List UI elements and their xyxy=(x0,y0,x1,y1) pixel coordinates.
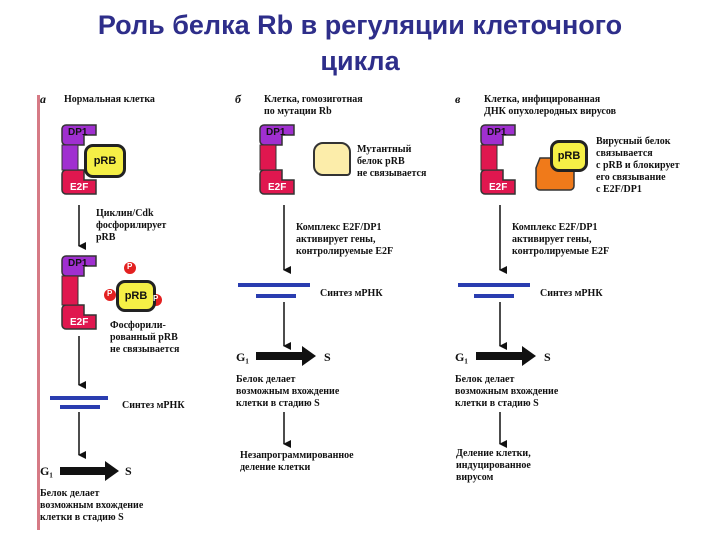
prb-box-a2: pRB xyxy=(116,280,156,312)
panel-c-viral-line4: его связывание xyxy=(596,172,666,183)
panel-b-final-line2: деление клетки xyxy=(240,462,311,473)
panel-a-s: S xyxy=(125,464,132,478)
page-title-line1: Роль белка Rb в регуляции клеточного xyxy=(97,10,623,40)
panel-c-mrna: Синтез мРНК xyxy=(540,288,603,299)
panel-b-s: S xyxy=(324,350,331,364)
panel-c-viral-line5: с E2F/DP1 xyxy=(596,184,642,195)
panel-a-result-line2: возможным вхождение xyxy=(40,500,144,511)
dp1-shape-a2 xyxy=(61,255,97,277)
prb-box-c: pRB xyxy=(550,140,588,172)
panel-b-result-line3: клетки в стадию S xyxy=(236,398,320,409)
panel-c-result-line3: клетки в стадию S xyxy=(455,398,539,409)
dp1-label-a1: DP1 xyxy=(68,127,88,138)
panel-c-letter: в xyxy=(455,92,461,106)
p-mark-1: P xyxy=(127,262,133,271)
dp1-shape-c xyxy=(480,124,516,146)
panel-c-header-line2: ДНК опухолеродных вирусов xyxy=(484,106,616,117)
p-mark-3: P xyxy=(153,294,159,303)
dp1-label-b: DP1 xyxy=(266,127,286,138)
dp1-label-a2: DP1 xyxy=(68,258,88,269)
panel-b-result-line2: возможным вхождение xyxy=(236,386,340,397)
p-dot-2 xyxy=(104,289,116,301)
dp1-e2f-link-c xyxy=(480,144,498,171)
mrna-bar-a1 xyxy=(50,396,108,400)
g1-s-arrow-a xyxy=(60,461,119,481)
panel-c-result-line1: Белок делает xyxy=(455,374,515,385)
panel-a-step2-line1: Фосфорили- xyxy=(110,320,166,331)
panel-a-result-line3: клетки в стадию S xyxy=(40,512,124,523)
panel-c-s: S xyxy=(544,350,551,364)
panel-a-step1-line2: фосфорилирует xyxy=(96,220,167,231)
mrna-bar-b1 xyxy=(238,283,310,287)
e2f-label-b: E2F xyxy=(268,182,287,193)
e2f-label-a2: E2F xyxy=(70,317,89,328)
e2f-label-a1: E2F xyxy=(70,182,89,193)
mrna-bar-c2 xyxy=(474,294,514,298)
panel-c-final-line1: Деление клетки, xyxy=(456,448,531,459)
panel-a-mrna: Синтез мРНК xyxy=(122,400,185,411)
panel-c-final-line3: вирусом xyxy=(456,472,494,483)
prb-box-a1: pRB xyxy=(84,144,126,178)
panel-b-complex-line2: активирует гены, xyxy=(296,234,376,245)
panel-c-complex-line2: активирует гены, xyxy=(512,234,592,245)
mutant-prb-shape xyxy=(313,142,351,176)
panel-a-g1: G₁ xyxy=(40,464,53,478)
g1-s-arrow-b xyxy=(256,346,316,366)
panel-a-step2-line2: рованный pRB xyxy=(110,332,178,343)
viral-protein-shape xyxy=(535,157,575,191)
e2f-shape-a2 xyxy=(61,304,97,330)
panel-c-viral-line1: Вирусный белок xyxy=(596,136,671,147)
panel-b-complex-line3: контролируемые E2F xyxy=(296,246,394,257)
e2f-shape-c xyxy=(480,169,516,195)
dp1-label-c: DP1 xyxy=(487,127,507,138)
panel-a-step1-line3: pRB xyxy=(96,232,116,243)
panel-b-g1: G₁ xyxy=(236,350,249,364)
mrna-bar-b2 xyxy=(256,294,296,298)
panel-c-header-line1: Клетка, инфицированная xyxy=(484,94,601,105)
panel-a-complex-1 xyxy=(61,124,97,195)
panel-b-mutant-line2: белок pRB xyxy=(357,156,405,167)
e2f-shape-b xyxy=(259,169,295,195)
g1-s-arrow-c xyxy=(476,346,536,366)
panel-b-mutant-line1: Мутантный xyxy=(357,144,412,155)
panel-c-g1: G₁ xyxy=(455,350,468,364)
panel-b-mrna: Синтез мРНК xyxy=(320,288,383,299)
dp1-e2f-link-a1 xyxy=(61,144,79,171)
dp1-e2f-link-a2 xyxy=(61,275,79,306)
panel-c-complex xyxy=(480,124,575,195)
mrna-bar-c1 xyxy=(458,283,530,287)
page-title-line2: цикла xyxy=(320,46,400,76)
panel-c-final-line2: индуцированное xyxy=(456,460,531,471)
panel-c-result-line2: возможным вхождение xyxy=(455,386,559,397)
dp1-e2f-link-b xyxy=(259,144,277,171)
mrna-bar-a2 xyxy=(60,405,100,409)
panel-a-result-line1: Белок делает xyxy=(40,488,100,499)
panel-a-step2-line3: не связывается xyxy=(110,344,180,355)
panel-b-mutant-line3: не связывается xyxy=(357,168,427,179)
panel-c-viral-line2: связывается xyxy=(596,148,653,159)
panel-b-result-line1: Белок делает xyxy=(236,374,296,385)
e2f-label-c: E2F xyxy=(489,182,508,193)
p-dot-1 xyxy=(124,262,136,274)
panel-b-complex-line1: Комплекс E2F/DP1 xyxy=(296,222,382,233)
panel-b-header-line2: по мутации Rb xyxy=(264,106,332,117)
dp1-shape-b xyxy=(259,124,295,146)
panel-b-letter: б xyxy=(235,92,241,106)
left-edge-line xyxy=(37,95,40,530)
panel-a-letter: а xyxy=(40,92,46,106)
panel-b-header-line1: Клетка, гомозиготная xyxy=(264,94,363,105)
dp1-shape-a1 xyxy=(61,124,97,146)
e2f-shape-a1 xyxy=(61,169,97,195)
panel-a-header: Нормальная клетка xyxy=(64,94,155,105)
panel-c-viral-line3: с pRB и блокирует xyxy=(596,160,680,171)
panel-c-complex-line3: контролируемые E2F xyxy=(512,246,610,257)
panel-a-step1-line1: Циклин/Cdk xyxy=(96,208,154,219)
panel-b-complex xyxy=(259,124,295,195)
panel-c-complex-line1: Комплекс E2F/DP1 xyxy=(512,222,598,233)
p-mark-2: P xyxy=(107,289,113,298)
panel-b-final-line1: Незапрограммированное xyxy=(240,450,354,461)
